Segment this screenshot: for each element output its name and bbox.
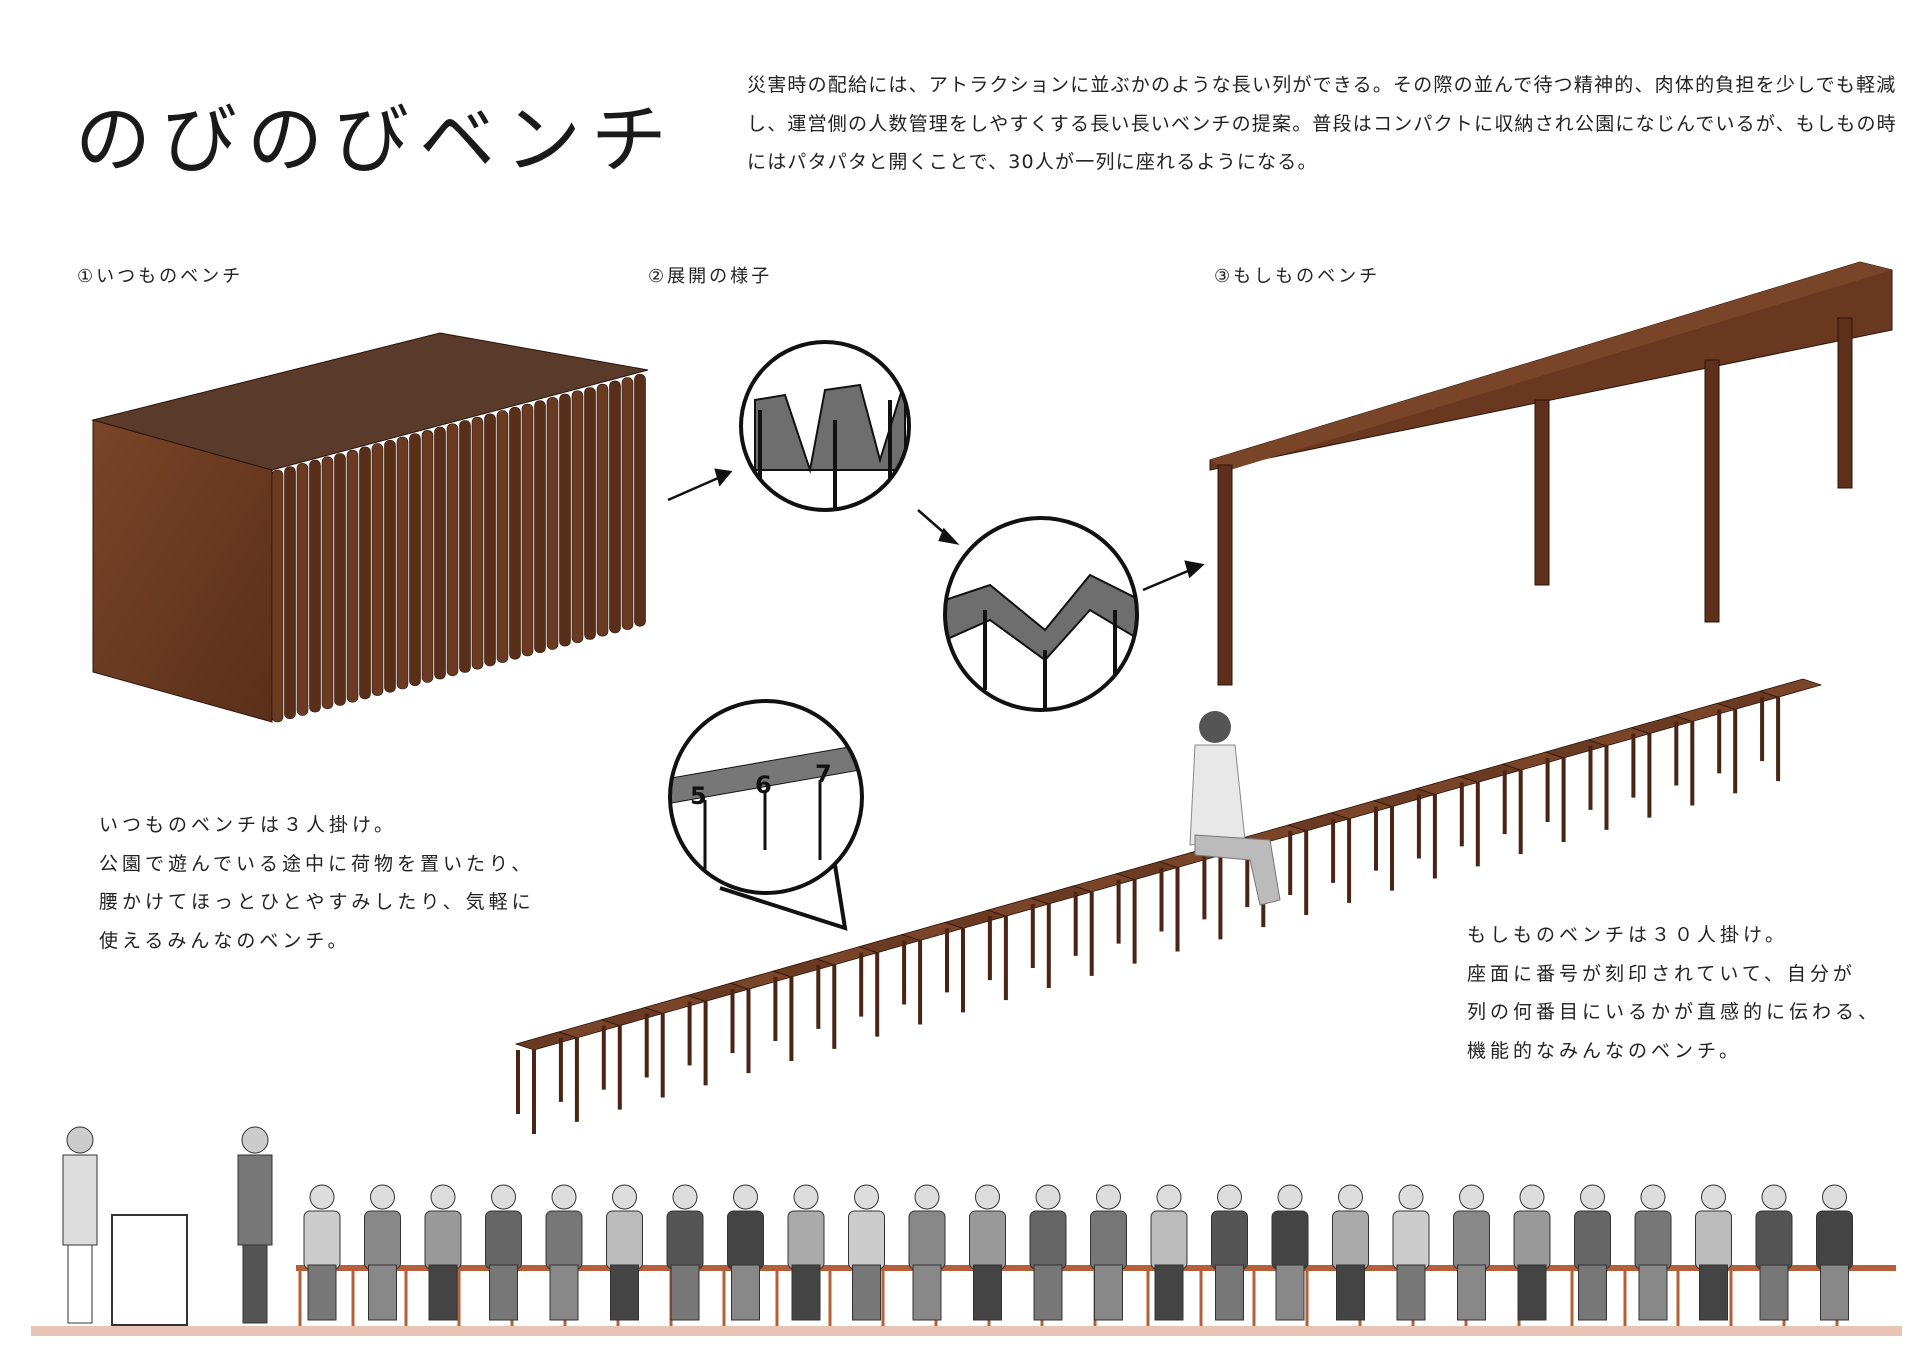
bench-slat: [471, 416, 484, 670]
bench-slat: [409, 433, 421, 687]
seated-queue-person: [1090, 1184, 1127, 1321]
seated-queue-person: [787, 1184, 825, 1321]
seat-number-7: 7: [815, 760, 832, 788]
queue-of-people: [62, 1126, 1896, 1326]
bench-slat: [609, 380, 621, 634]
bench-seat-segment: [1758, 678, 1823, 698]
bench-slat: [284, 466, 296, 720]
seated-queue-person: [1453, 1184, 1490, 1321]
seated-queue-person: [1634, 1184, 1672, 1321]
emergency-desc-line: 列の何番目にいるかが直感的に伝わる、: [1467, 1001, 1882, 1023]
seated-queue-person: [969, 1184, 1006, 1321]
bench-slat: [559, 393, 571, 647]
normal-desc-line: 腰かけてほっとひとやすみしたり、気軽に: [99, 891, 535, 913]
seated-queue-person: [1029, 1184, 1067, 1321]
seated-queue-person: [1150, 1184, 1188, 1321]
bench-slat: [334, 453, 346, 706]
bench-slat: [634, 373, 646, 627]
normal-desc-line: 公園で遊んでいる途中に荷物を置いたり、: [99, 852, 535, 875]
bench-slat: [321, 456, 334, 710]
bench-slat: [484, 413, 496, 667]
bench-slat: [396, 436, 409, 690]
bench-slat: [521, 403, 534, 657]
emergency-desc-line: 座面に番号が刻印されていて、自分が: [1467, 962, 1856, 985]
compact-bench-illustration: [91, 332, 649, 723]
bench-slat: [446, 423, 459, 677]
unfold-step-1-detail: [739, 340, 911, 512]
bench-slat: [621, 377, 634, 630]
seated-queue-person: [1392, 1184, 1430, 1321]
seated-queue-person: [1816, 1184, 1853, 1321]
section-label-emergency: ③もしものベンチ: [1214, 266, 1381, 287]
seated-queue-person: [1513, 1184, 1551, 1321]
bench-slat: [509, 406, 521, 660]
normal-desc-line: 使えるみんなのベンチ。: [99, 929, 351, 952]
bench-slat: [271, 469, 284, 723]
bench-slat: [296, 463, 309, 716]
seated-queue-person: [908, 1184, 946, 1321]
bench-slat: [309, 459, 321, 713]
seated-queue-person: [606, 1184, 643, 1321]
seated-queue-person: [1755, 1184, 1793, 1321]
seated-queue-person: [485, 1184, 522, 1321]
bench-slat: [384, 439, 396, 693]
seated-queue-person: [1332, 1184, 1369, 1321]
bench-slat: [496, 410, 509, 663]
section-label-unfold: ②展開の様子: [648, 266, 773, 287]
seated-queue-person: [1574, 1184, 1611, 1321]
distribution-table: [111, 1214, 188, 1326]
bench-slat: [371, 443, 384, 696]
long-bench-illustration: [514, 678, 1823, 1134]
bench-slat: [571, 390, 584, 644]
intro-paragraph: 災害時の配給には、アトラクションに並ぶかのような長い列ができる。その際の並んで待…: [747, 74, 1897, 173]
seated-queue-person: [364, 1184, 401, 1321]
ground-line: [31, 1326, 1902, 1336]
bench-slat: [421, 430, 434, 683]
arrow-icon: [667, 468, 1205, 592]
section-label-normal: ①いつものベンチ: [77, 266, 244, 287]
seated-queue-person: [1211, 1184, 1248, 1321]
seated-queue-person: [1271, 1184, 1309, 1321]
seated-queue-person: [424, 1184, 462, 1321]
standing-person: [237, 1126, 273, 1324]
unfold-step-2-detail: [943, 516, 1139, 712]
seat-number-6: 6: [755, 771, 772, 799]
staff-person: [62, 1126, 98, 1324]
bench-slat: [534, 400, 546, 654]
seat-number-detail-bubble: 5 6 7: [668, 699, 864, 931]
bench-slat: [359, 446, 371, 700]
extended-bench-closeup: [1209, 261, 1893, 686]
seated-queue-person: [545, 1184, 583, 1321]
bench-slat: [596, 383, 609, 637]
seat-number-5: 5: [690, 782, 707, 810]
emergency-desc-line: もしものベンチは３０人掛け。: [1467, 924, 1789, 946]
bench-slat: [434, 426, 446, 680]
bench-slat: [459, 420, 471, 673]
bench-slat: [584, 387, 596, 640]
bench-slat: [346, 449, 359, 703]
seated-queue-person: [1695, 1184, 1732, 1321]
normal-desc-line: いつものベンチは３人掛け。: [99, 814, 398, 836]
bench-slat: [546, 397, 559, 650]
seated-queue-person: [303, 1184, 341, 1321]
seated-queue-person: [727, 1184, 764, 1321]
seated-person-figure: [1189, 711, 1281, 906]
seated-queue-person: [848, 1184, 885, 1321]
seated-queue-person: [666, 1184, 704, 1321]
page-title: のびのびベンチ: [75, 95, 677, 184]
emergency-desc-line: 機能的なみんなのベンチ。: [1467, 1039, 1743, 1062]
